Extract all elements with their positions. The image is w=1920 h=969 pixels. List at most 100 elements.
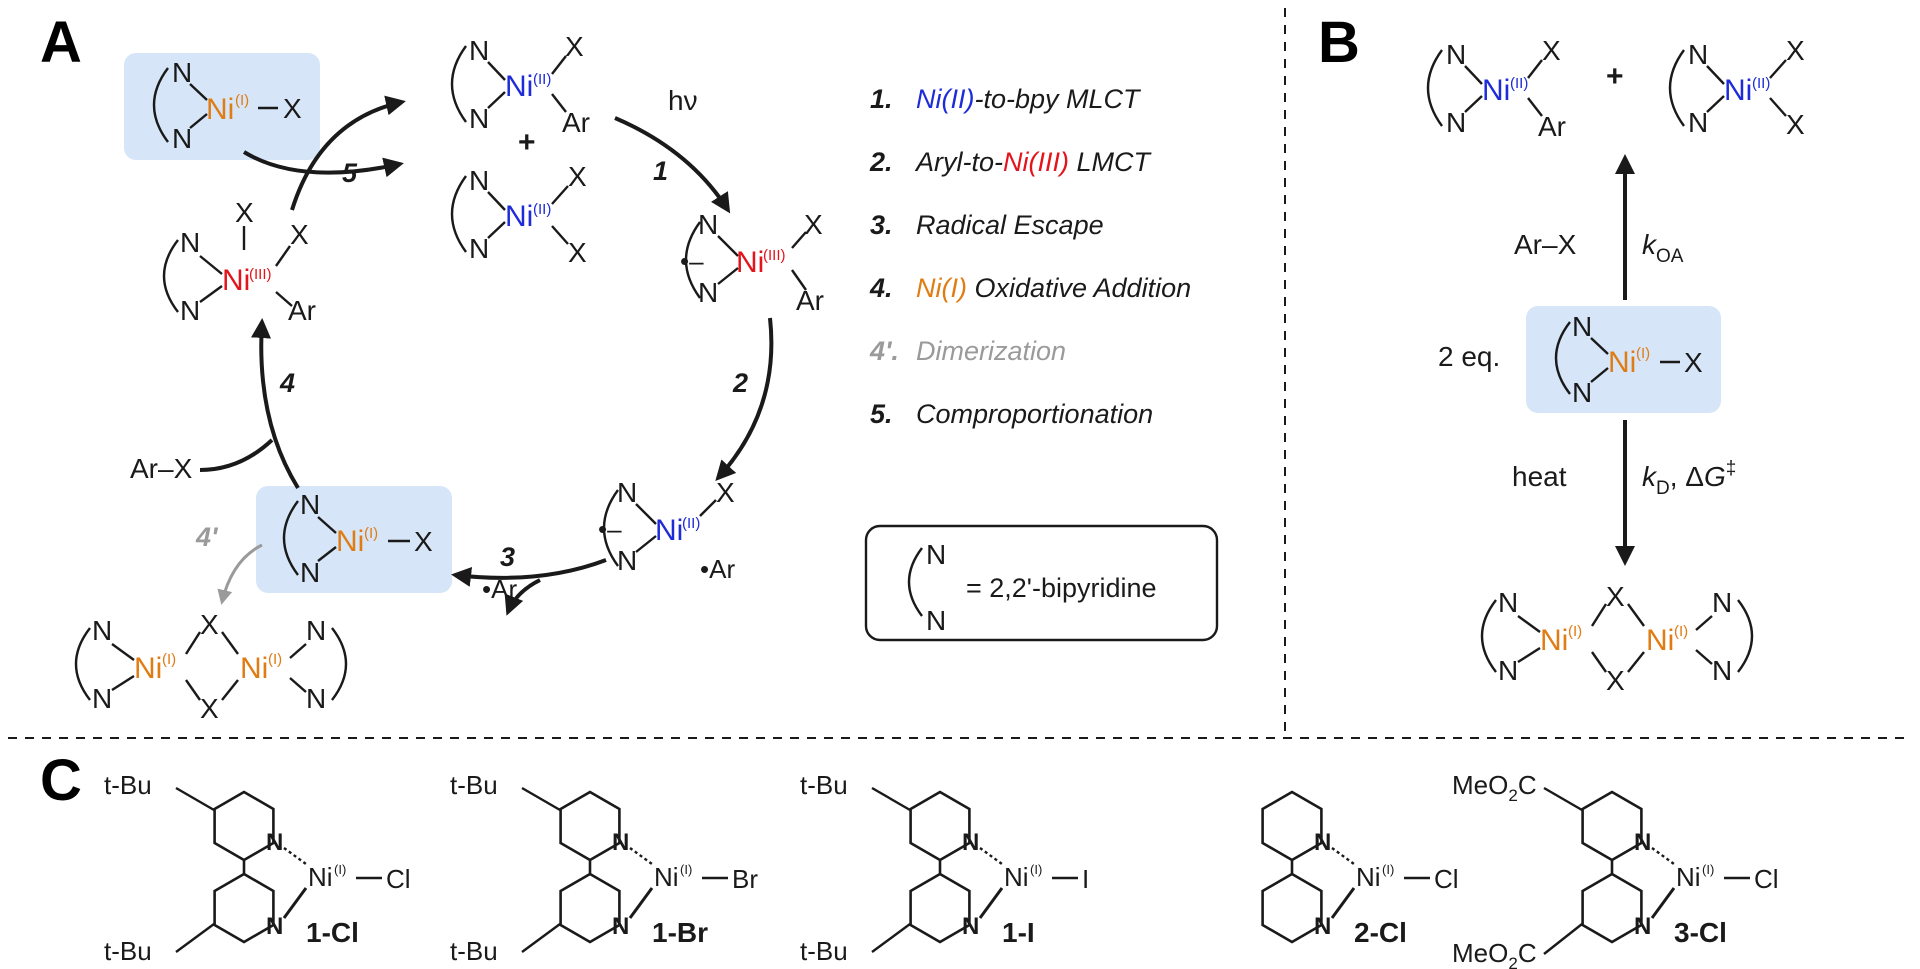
svg-text:N: N <box>962 829 979 856</box>
svg-text:N: N <box>1446 39 1466 70</box>
legend-item: Comproportionation <box>916 399 1153 429</box>
svg-text:N: N <box>306 615 326 646</box>
svg-text:N: N <box>1314 913 1331 940</box>
svg-text:(I): (I) <box>364 525 378 542</box>
ligand-key: N N = 2,2'-bipyridine <box>864 524 1219 642</box>
substituent-label: t-Bu <box>450 936 498 966</box>
legend-number: 4. <box>869 273 893 303</box>
svg-text:(III): (III) <box>763 247 786 264</box>
ni2-aryl-complex: N N Ni (II) X Ar <box>450 31 590 138</box>
arrow-step-3 <box>451 558 607 587</box>
arrow-step-4-reagent <box>199 438 274 472</box>
legend-item: Aryl-to-Ni(III) LMCT <box>914 147 1152 177</box>
svg-text:Ni: Ni <box>206 93 234 126</box>
svg-text:N: N <box>266 913 283 940</box>
legend-number: 3. <box>870 210 893 240</box>
ni1-dimer: N N Ni (I) X X Ni (I) N N <box>74 609 348 724</box>
svg-text:N: N <box>1688 39 1708 70</box>
arrow-step-4p <box>217 543 263 605</box>
svg-text:N: N <box>1314 829 1331 856</box>
arrow-step-3-branch <box>504 578 541 616</box>
legend-item: Ni(I) Oxidative Addition <box>916 273 1191 303</box>
ni3-oxidative-addition-complex: X N N Ni (III) X Ar <box>162 197 316 326</box>
svg-text:Ni: Ni <box>655 514 683 547</box>
svg-text:Ni: Ni <box>308 862 333 892</box>
svg-text:(II): (II) <box>533 201 551 218</box>
svg-text:N: N <box>698 209 718 240</box>
svg-text:Ni: Ni <box>505 70 533 103</box>
svg-text:N: N <box>617 545 637 576</box>
svg-text:Ni: Ni <box>336 525 364 558</box>
svg-text:(I): (I) <box>1382 862 1394 877</box>
halide-label: Br <box>732 864 758 894</box>
svg-text:Ni: Ni <box>1608 346 1636 379</box>
b-ni1-complex: N N Ni (I) X <box>1554 311 1703 408</box>
b-two-equivalents: 2 eq. <box>1438 341 1500 372</box>
compound-label: 3-Cl <box>1674 917 1727 948</box>
substituent-label: t-Bu <box>800 936 848 966</box>
svg-text:(I): (I) <box>1674 623 1688 640</box>
legend-item: Radical Escape <box>916 210 1104 240</box>
svg-text:Ni: Ni <box>1724 74 1752 107</box>
svg-text:N: N <box>266 829 283 856</box>
step-label-3: 3 <box>500 542 515 572</box>
substituent-label: t-Bu <box>104 936 152 966</box>
svg-text:X: X <box>283 93 302 124</box>
svg-text:•–: •– <box>598 514 622 544</box>
svg-text:N: N <box>469 35 489 66</box>
compound-label: 1-Br <box>652 917 708 948</box>
ni1-complex-top: N N Ni (I) X <box>152 57 302 154</box>
svg-text:X: X <box>290 219 309 250</box>
svg-text:Ni: Ni <box>1482 74 1510 107</box>
svg-text:N: N <box>469 233 489 264</box>
halide-label: I <box>1082 864 1089 894</box>
svg-text:Ni: Ni <box>654 862 679 892</box>
svg-text:N: N <box>469 103 489 134</box>
svg-text:N: N <box>1712 587 1732 618</box>
step-label-4p: 4' <box>195 522 219 552</box>
svg-text:N: N <box>1634 913 1651 940</box>
ni1-highlight-top <box>124 53 320 160</box>
legend-number: 2. <box>869 147 893 177</box>
svg-text:(I): (I) <box>1568 623 1582 640</box>
substituent-label: MeO2C <box>1452 938 1537 969</box>
b-aryl-halide: Ar–X <box>1514 229 1577 260</box>
b-plus: + <box>1606 60 1624 93</box>
svg-text:N: N <box>698 277 718 308</box>
svg-text:N: N <box>1498 655 1518 686</box>
svg-text:Ni: Ni <box>1004 862 1029 892</box>
svg-text:Ni: Ni <box>1646 624 1674 657</box>
svg-text:N: N <box>1634 829 1651 856</box>
svg-text:X: X <box>1786 109 1805 140</box>
svg-text:N: N <box>180 227 200 258</box>
b-heat: heat <box>1512 461 1567 492</box>
svg-text:N: N <box>962 913 979 940</box>
svg-text:X: X <box>1542 35 1561 66</box>
svg-text:•–: •– <box>680 246 704 276</box>
compound-label: 2-Cl <box>1354 917 1407 948</box>
svg-text:N: N <box>1712 655 1732 686</box>
svg-text:(II): (II) <box>1510 75 1528 92</box>
svg-text:X: X <box>565 31 584 62</box>
b-ni1-dimer: N N Ni (I) X X Ni (I) N N <box>1480 581 1754 696</box>
b-ni2-dihalide: N N Ni (II) X X <box>1668 35 1805 140</box>
svg-text:N: N <box>612 829 629 856</box>
svg-text:Ar: Ar <box>562 107 590 138</box>
svg-text:X: X <box>200 693 219 724</box>
svg-text:N: N <box>92 683 112 714</box>
svg-text:X: X <box>1786 35 1805 66</box>
svg-text:X: X <box>1606 581 1625 612</box>
ni2-radical-complex: •– N N Ni (II) X •Ar <box>598 477 735 584</box>
legend-number: 5. <box>870 399 893 429</box>
svg-text:(II): (II) <box>1752 75 1770 92</box>
legend-number: 4'. <box>869 336 899 366</box>
svg-text:(I): (I) <box>235 92 249 109</box>
step-label-1: 1 <box>653 156 668 186</box>
step-label-2: 2 <box>732 368 748 398</box>
step-label-5: 5 <box>342 158 358 188</box>
svg-text:N: N <box>300 489 320 520</box>
